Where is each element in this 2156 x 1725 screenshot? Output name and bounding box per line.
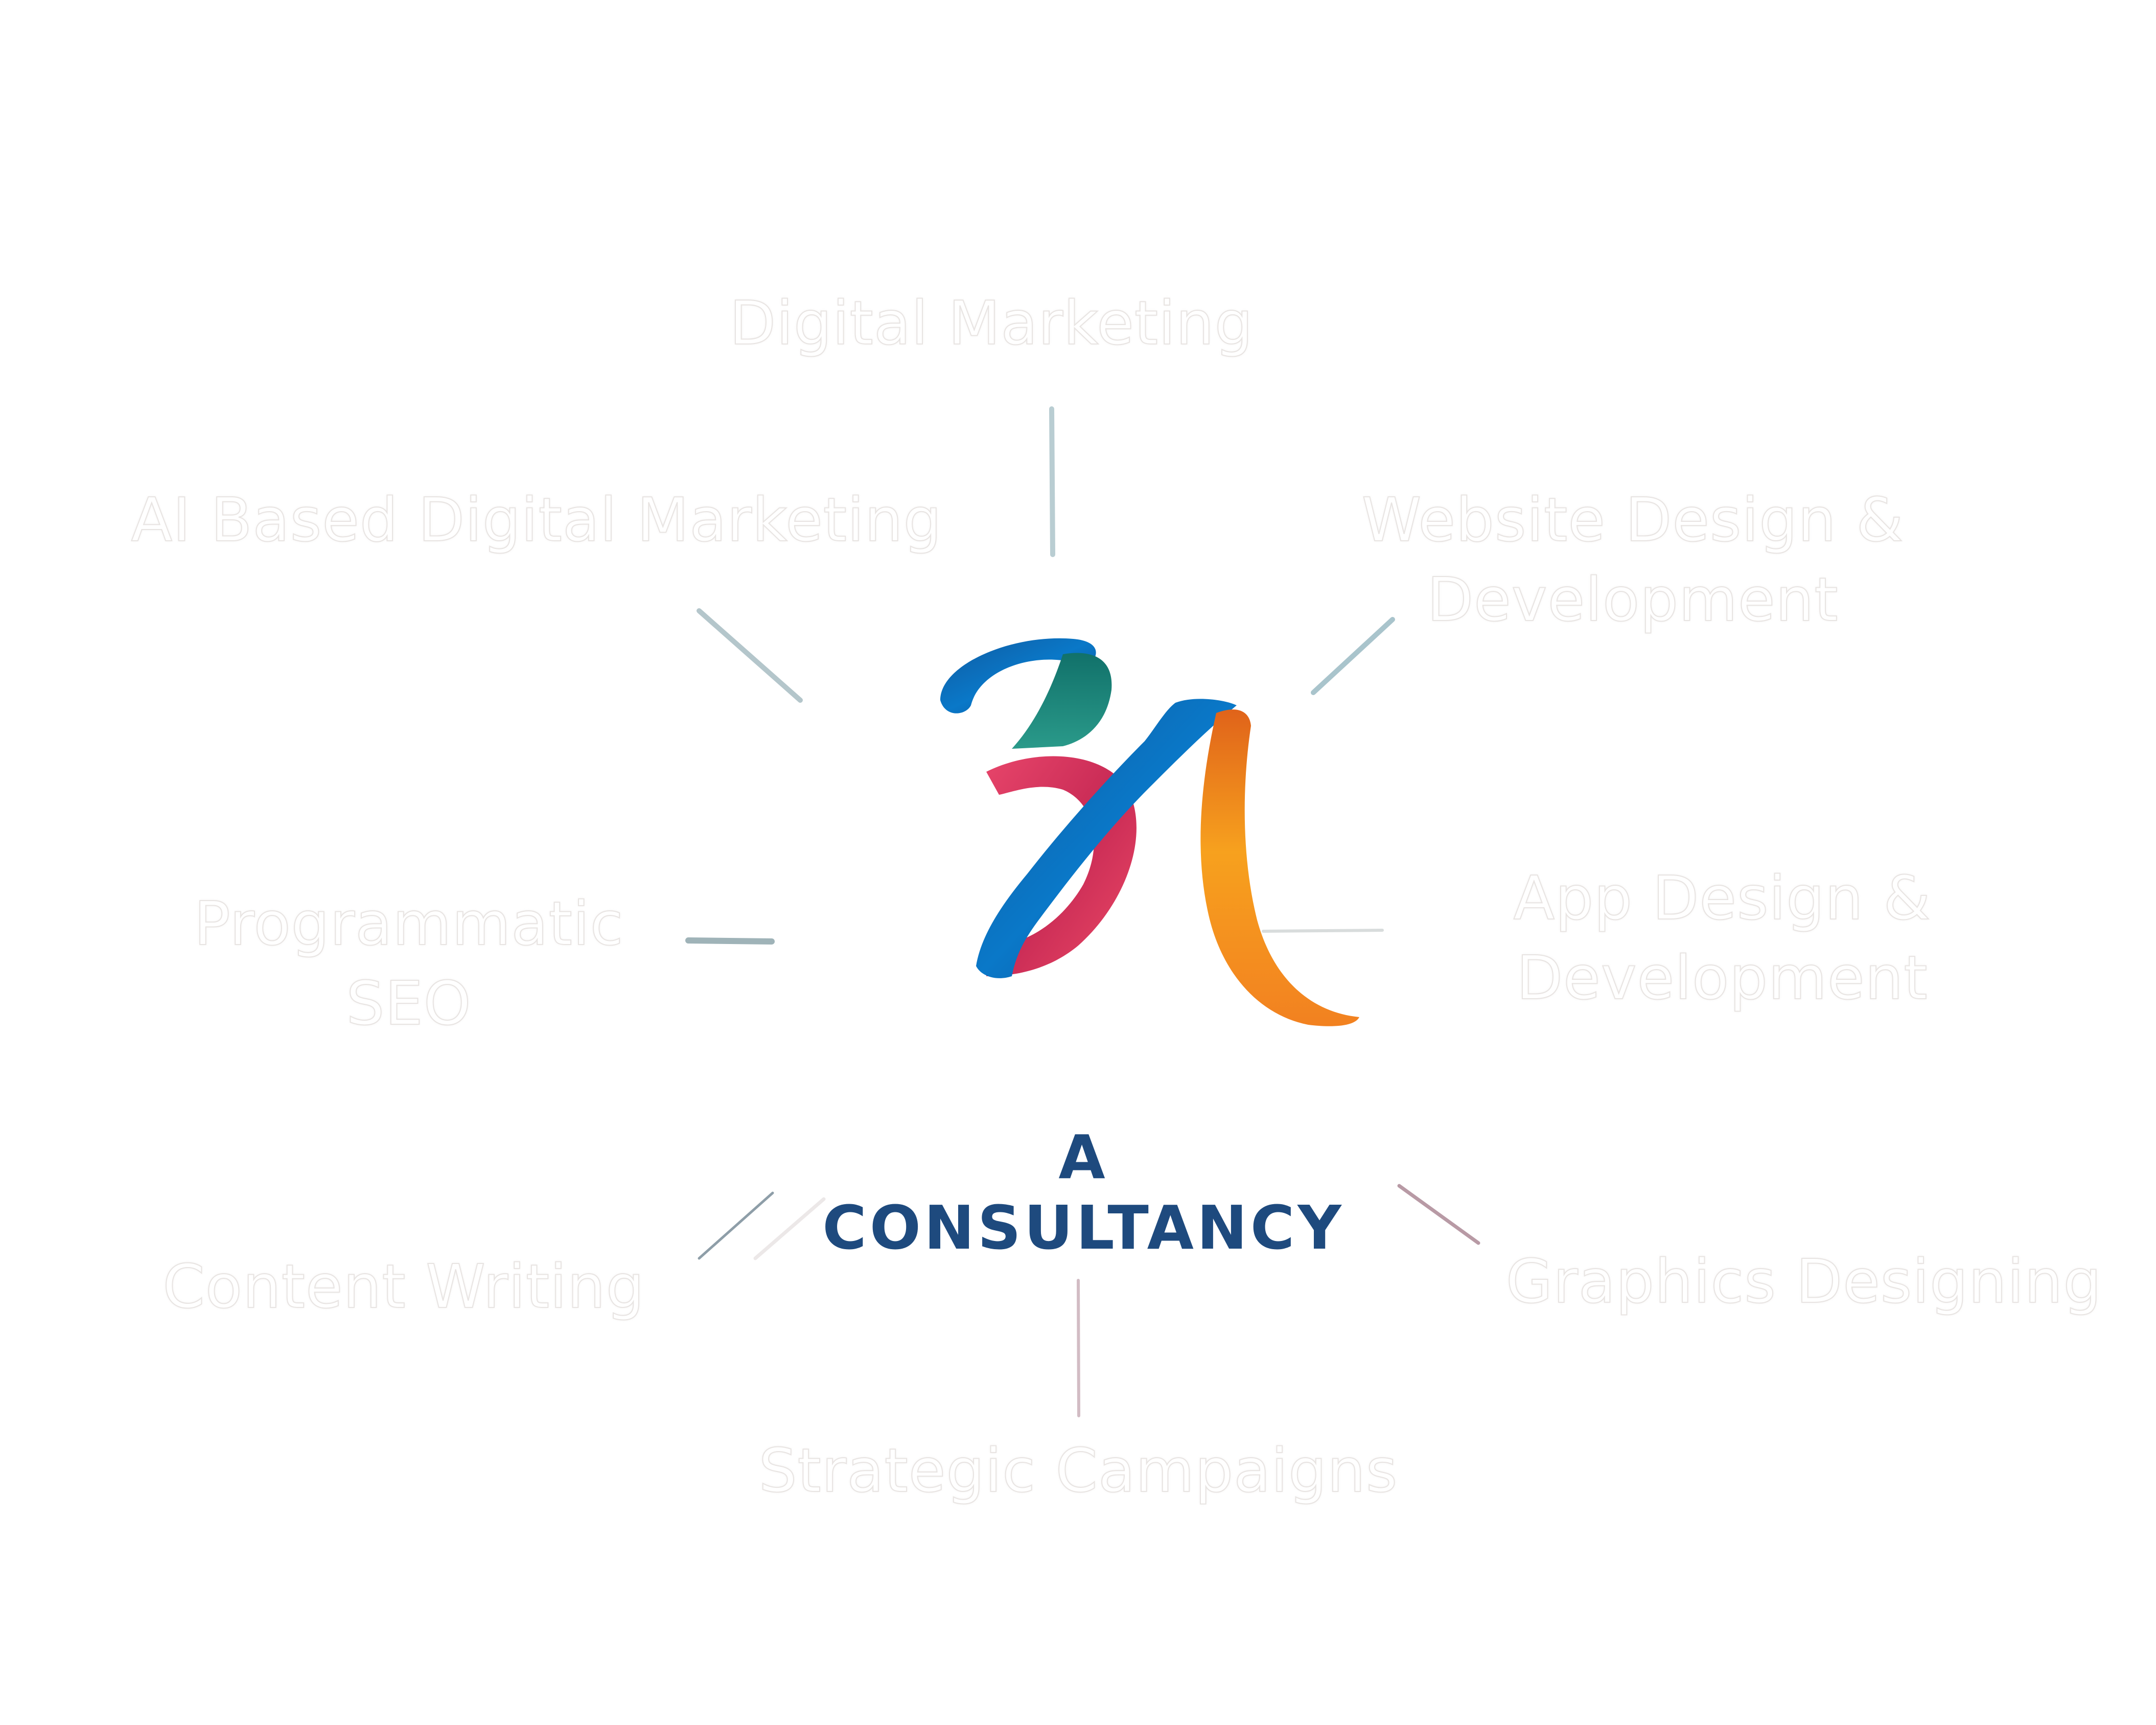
ribbon-monogram-icon [940,638,1359,1026]
connector-top [1049,406,1055,557]
connector-upper-left [697,608,803,703]
brand-logo [910,618,1370,1124]
service-label-website-design-development: Website Design & Development [1361,484,1904,635]
service-label-app-design-development: App Design & Development [1513,862,1931,1014]
service-label-programmatic-seo: Programmatic SEO [193,888,624,1039]
service-label-digital-marketing: Digital Marketing [729,287,1254,359]
connector-lower-left-faint [753,1197,826,1260]
service-label-ai-based-digital-marketing: AI Based Digital Marketing [130,484,942,556]
brand-name-text: A CONSULTANCY [822,1122,1344,1263]
connector-right [1262,929,1384,933]
connector-upper-right [1311,617,1395,695]
connector-bottom [1077,1279,1080,1417]
service-label-strategic-campaigns: Strategic Campaigns [758,1435,1398,1506]
connector-lower-left [698,1191,774,1260]
service-label-content-writing: Content Writing [162,1251,645,1322]
connector-left [685,937,775,945]
connector-lower-right [1397,1184,1480,1245]
service-label-graphics-designing: Graphics Designing [1505,1246,2102,1317]
